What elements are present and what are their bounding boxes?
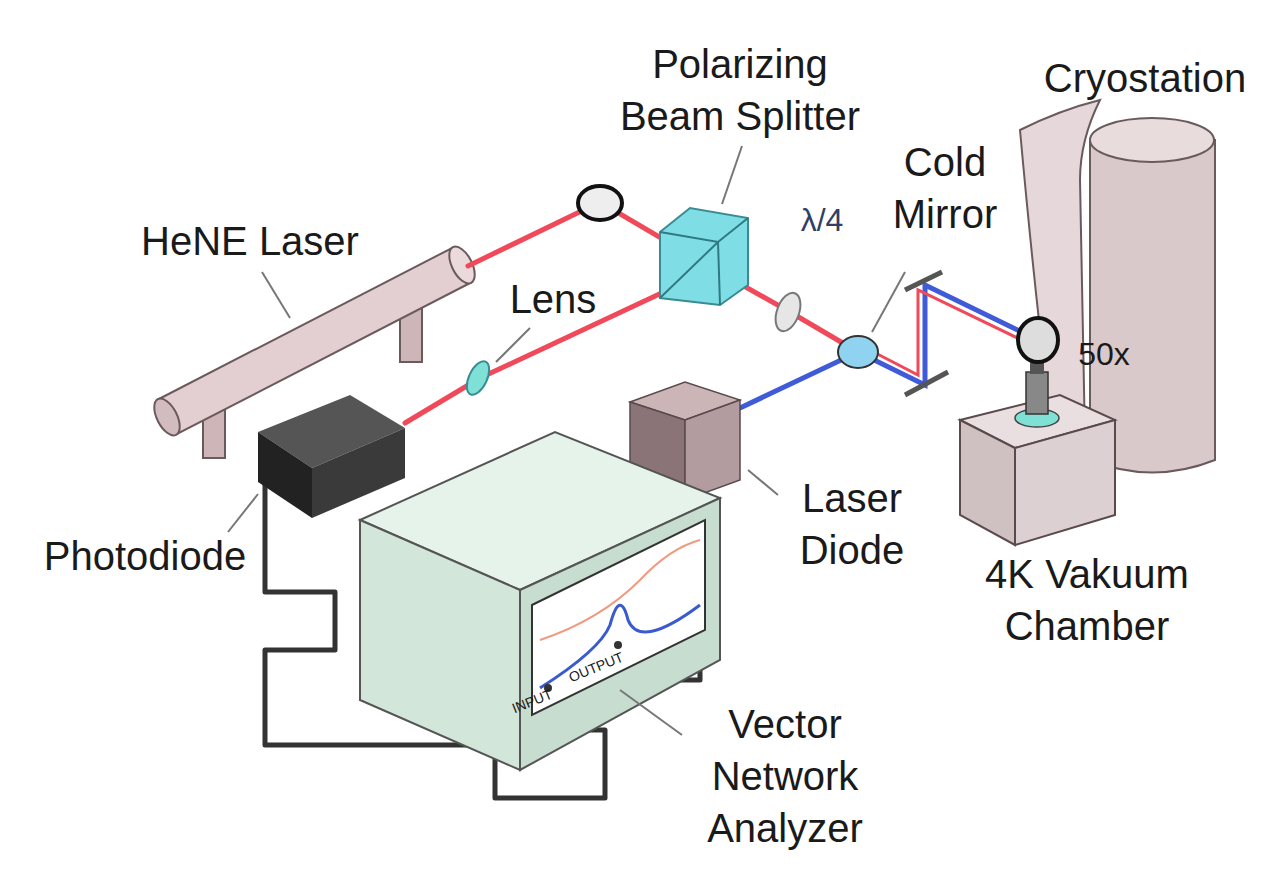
vacuum-chamber [960,358,1115,545]
leader-line [620,690,682,735]
part-label: HeNE Laser [100,215,400,267]
leader-line [262,272,290,318]
polarizing-beam-splitter [660,208,748,305]
leader-line [748,470,778,495]
mirror [578,186,622,220]
photodiode [258,395,405,518]
part-label: Cryostation [1015,52,1275,104]
part-label: Lens [493,273,613,325]
leader-line [228,494,258,532]
part-label: Cold Mirror [865,136,1025,240]
part-label: Photodiode [20,530,270,582]
part-label: Laser Diode [782,472,922,576]
leader-line [496,328,530,362]
vector-network-analyzer [360,432,720,770]
mirror [905,372,948,395]
leader-line [722,146,742,204]
part-label: λ/4 [782,200,862,242]
part-label: 50x [1059,334,1149,376]
quarter-wave-plate [771,289,805,334]
part-label: Vector Network Analyzer [690,698,880,854]
part-label: Polarizing Beam Splitter [600,38,880,142]
lens [462,358,494,398]
mirror [1018,318,1058,362]
cold-mirror [838,336,878,368]
leader-line [872,272,905,332]
part-label: 4K Vakuum Chamber [950,548,1225,652]
mirror [905,272,942,290]
